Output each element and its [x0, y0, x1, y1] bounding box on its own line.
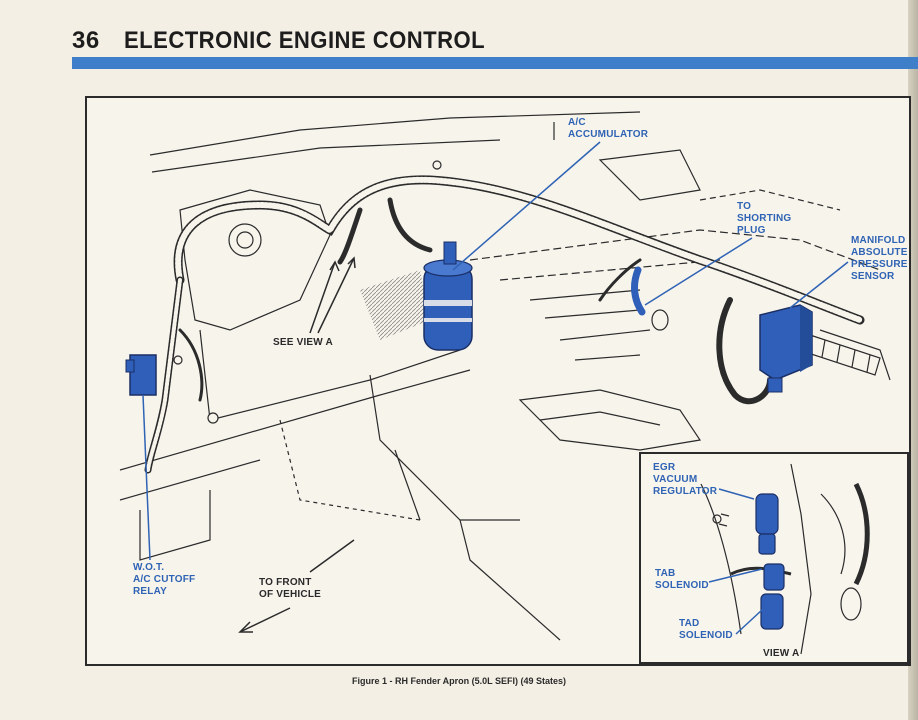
- wiring-harness: [144, 175, 865, 474]
- tab-solenoid-label: TAB SOLENOID: [655, 568, 709, 591]
- bolts: [173, 160, 442, 424]
- page-number: 36: [72, 27, 100, 54]
- map-sensor-component: [759, 304, 813, 393]
- wot-relay-component: [125, 354, 157, 396]
- shorting-plug-component: [631, 266, 646, 316]
- see-view-a-arrows: [309, 256, 356, 334]
- page-edge: [908, 0, 918, 720]
- intake-tube: [804, 334, 881, 376]
- to-shorting-plug-label: TO SHORTING PLUG: [737, 201, 792, 236]
- map-sensor-label: MANIFOLD ABSOLUTE PRESSURE SENSOR: [851, 235, 908, 282]
- wot-relay-label: W.O.T. A/C CUTOFF RELAY: [133, 562, 196, 597]
- ac-accumulator-label: A/C ACCUMULATOR: [568, 117, 649, 140]
- front-arrow: [238, 539, 355, 633]
- view-a-drawing: [700, 463, 870, 655]
- to-front-label: TO FRONT OF VEHICLE: [259, 577, 322, 600]
- apron-outline: [119, 111, 891, 641]
- title-rule: [72, 57, 918, 69]
- view-a-label: VIEW A: [763, 648, 800, 659]
- figure-caption: Figure 1 - RH Fender Apron (5.0L SEFI) (…: [351, 676, 567, 686]
- ac-accumulator-component: [423, 241, 473, 351]
- view-a-inset: EGR VACUUM REGULATOR TAB SOLENOID TAD SO…: [639, 452, 909, 664]
- see-view-a-label: SEE VIEW A: [273, 337, 333, 348]
- leader-lines: [142, 141, 849, 561]
- hatched-area: [360, 270, 430, 340]
- egr-regulator-label: EGR VACUUM REGULATOR: [653, 462, 718, 497]
- inset-leader-lines: [708, 488, 764, 635]
- page-title: ELECTRONIC ENGINE CONTROL: [124, 27, 486, 54]
- inset-blue-components: [755, 493, 785, 630]
- tad-solenoid-label: TAD SOLENOID: [679, 618, 733, 641]
